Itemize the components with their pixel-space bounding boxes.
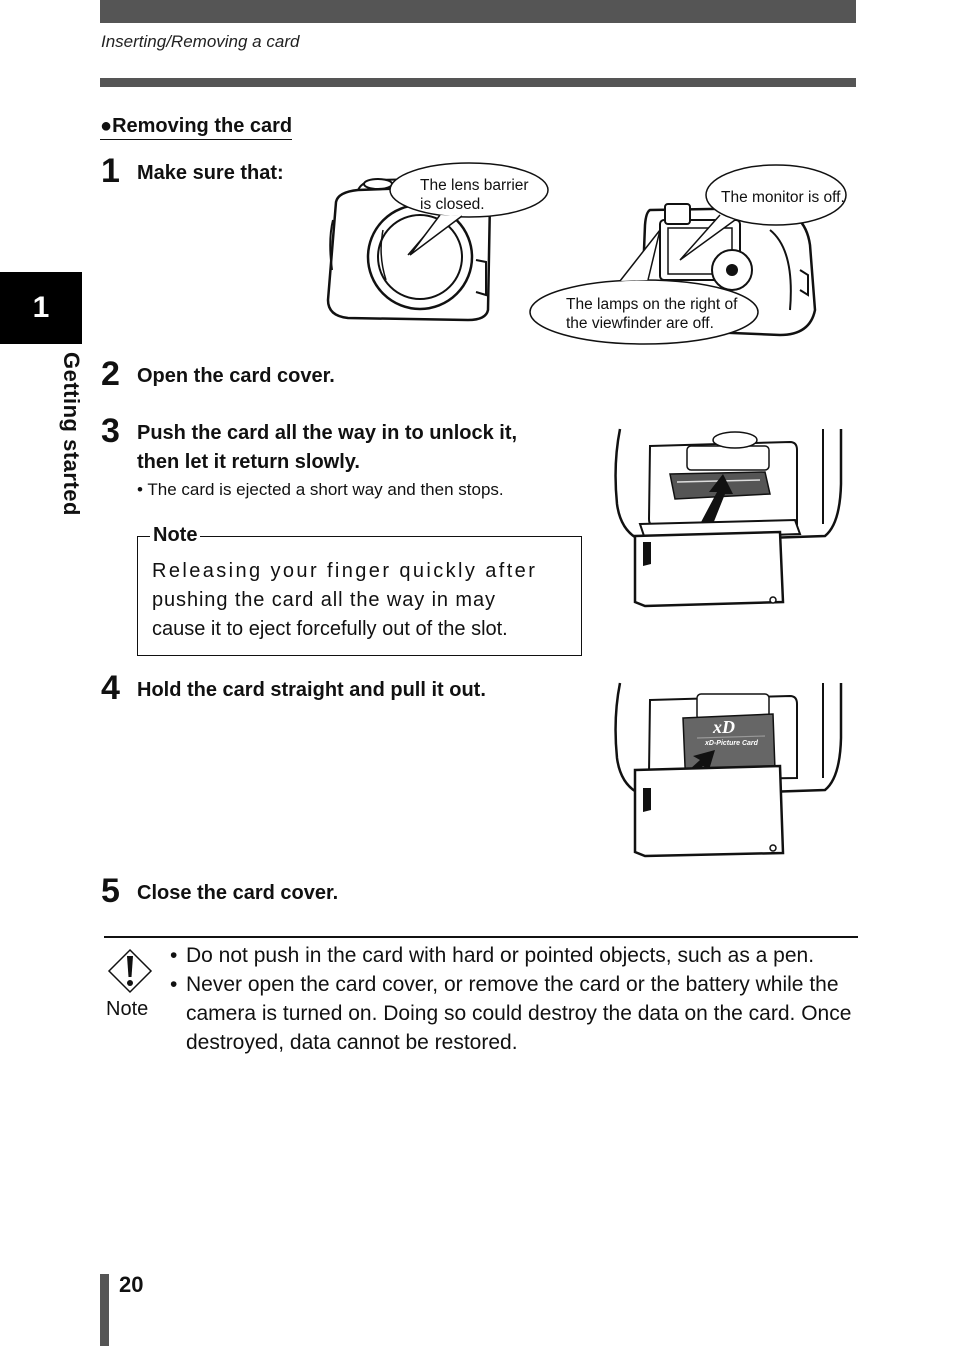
- chapter-label: Getting started: [59, 352, 84, 516]
- warning-icon: [107, 948, 153, 994]
- note-box-body: Releasing your finger quickly after push…: [152, 557, 567, 644]
- step-3-text: Push the card all the way in to unlock i…: [137, 419, 517, 477]
- step-3-bullet: • The card is ejected a short way and th…: [137, 480, 504, 499]
- step-1-number: 1: [101, 152, 120, 190]
- callout-lens-line2: is closed.: [420, 196, 485, 213]
- footer-bar: [100, 1274, 109, 1346]
- step-5-text: Close the card cover.: [137, 882, 339, 904]
- header-bottom-bar: [100, 78, 856, 87]
- bottom-note-divider: [104, 936, 858, 938]
- step-5-number: 5: [101, 872, 120, 910]
- section-title: ●Removing the card: [100, 115, 293, 140]
- chapter-tab: 1: [0, 272, 82, 344]
- callout-lamps-line1: The lamps on the right of: [566, 296, 738, 313]
- note-box-line1: Releasing your finger quickly after: [152, 560, 538, 582]
- note-box-label: Note: [150, 524, 201, 547]
- step-3-text-line1: Push the card all the way in to unlock i…: [137, 422, 518, 444]
- callout-lamps: The lamps on the right of the viewfinder…: [566, 295, 737, 333]
- bottom-note-list: Do not push in the card with hard or poi…: [170, 941, 860, 1057]
- step-1-text: Make sure that:: [137, 162, 284, 184]
- callout-monitor: The monitor is off.: [721, 189, 845, 206]
- callout-lens: The lens barrier is closed.: [420, 176, 529, 214]
- bottom-note-item-1: Do not push in the card with hard or poi…: [170, 941, 860, 970]
- card-pull-illustration: xD xD-Picture Card: [614, 682, 843, 858]
- bottom-note-label: Note: [106, 998, 149, 1020]
- card-logo-name: xD-Picture Card: [704, 740, 759, 747]
- step-2-number: 2: [101, 355, 120, 393]
- callout-bubbles: [389, 162, 847, 345]
- bottom-note-item-2: Never open the card cover, or remove the…: [170, 970, 860, 1057]
- header-top-bar: [100, 0, 856, 23]
- page-number: 20: [119, 1272, 144, 1297]
- step-3-text-line2: then let it return slowly.: [137, 451, 360, 473]
- note-box: [137, 536, 582, 656]
- callout-lens-line1: The lens barrier: [420, 177, 529, 194]
- callout-lamps-line2: the viewfinder are off.: [566, 315, 714, 332]
- step-4-text: Hold the card straight and pull it out.: [137, 679, 486, 701]
- note-box-line2: pushing the card all the way in may: [152, 589, 496, 611]
- step-2-text: Open the card cover.: [137, 365, 335, 387]
- step-4-number: 4: [101, 669, 120, 707]
- chapter-number: 1: [32, 291, 50, 324]
- note-box-line3: cause it to eject forcefully out of the …: [152, 618, 508, 640]
- step-3-number: 3: [101, 412, 120, 450]
- card-logo-brand: xD: [712, 717, 735, 737]
- card-push-illustration: [614, 428, 843, 608]
- running-header: Inserting/Removing a card: [101, 32, 300, 51]
